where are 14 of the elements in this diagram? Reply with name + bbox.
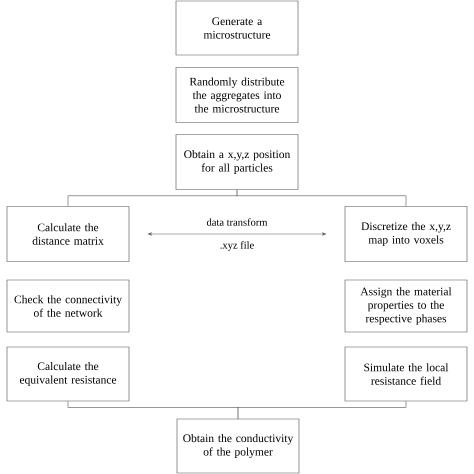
process-box: Assign the material properties to the respective phases [344, 280, 468, 332]
process-box: Obtain a x,y,z position for all particles [176, 134, 298, 190]
process-box: Obtain the conductivity of the polymer [176, 418, 300, 474]
process-box: Calculate the equivalent resistance [6, 346, 130, 402]
process-box: Generate a microstructure [176, 0, 298, 56]
process-box: Calculate the distance matrix [6, 206, 130, 262]
connector-line [238, 401, 406, 419]
process-box: Randomly distribute the aggregates into the microstructure [176, 67, 298, 123]
process-box: Check the connectivity of the network [6, 280, 130, 332]
process-box: Simulate the local resistance field [344, 346, 468, 402]
edge-label: data transform [206, 218, 268, 226]
file-note: .xyz file [220, 241, 254, 251]
process-box: Discretize the x,y,z map into voxels [344, 206, 468, 262]
connector-line [236, 190, 406, 206]
